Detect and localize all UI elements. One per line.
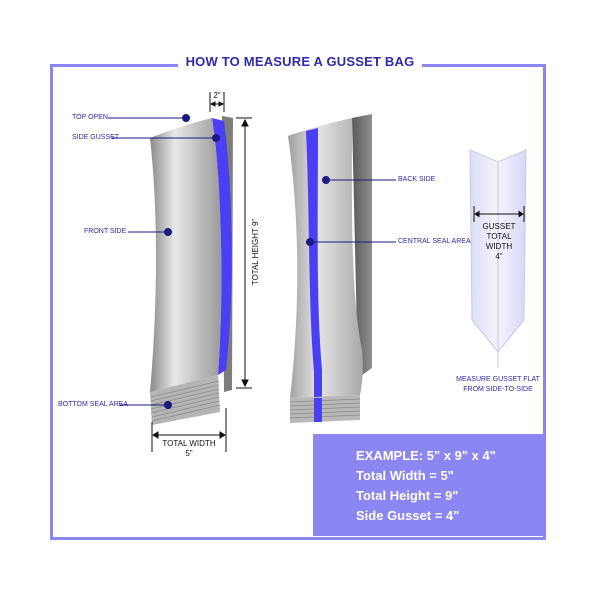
- dot-top-open: [182, 114, 190, 122]
- label-side-gusset: SIDE GUSSET: [72, 134, 120, 141]
- callout-leaders: [108, 114, 396, 409]
- diagram-title: HOW TO MEASURE A GUSSET BAG: [177, 54, 423, 69]
- diagram-title-wrap: HOW TO MEASURE A GUSSET BAG: [0, 53, 600, 71]
- dot-bottom-seal: [164, 401, 172, 409]
- total-height-dimension: [236, 117, 252, 389]
- example-box: EXAMPLE: 5" x 9" x 4" Total Width = 5" T…: [313, 434, 543, 536]
- example-total-width: Total Width = 5": [356, 468, 454, 483]
- gusset-total-value: 4": [495, 252, 503, 261]
- side-gusset-blue: [212, 118, 232, 375]
- label-top-open: TOP OPEN: [72, 114, 108, 121]
- flat-gusset: [469, 149, 527, 368]
- front-panel: [150, 118, 222, 392]
- dot-front-side: [164, 228, 172, 236]
- example-side-gusset: Side Gusset = 4": [356, 508, 460, 523]
- front-seal-lines: [150, 380, 221, 422]
- gusset-width-dimension: [473, 206, 525, 222]
- dot-back-side: [322, 176, 330, 184]
- measure-note-line2: FROM SIDE-TO-SIDE: [463, 386, 533, 393]
- central-seal-bottom: [314, 398, 322, 422]
- example-total-height: Total Height = 9": [356, 488, 459, 503]
- total-width-dimension: [151, 408, 227, 452]
- total-width-value: 5": [185, 449, 193, 458]
- front-bottom-seal: [150, 375, 220, 425]
- total-width-label: TOTAL WIDTH: [162, 439, 216, 448]
- dot-central-seal: [306, 238, 314, 246]
- back-seal-lines: [289, 398, 361, 419]
- total-height-label: TOTAL HEIGHT 9": [251, 218, 260, 286]
- gusset-total-line1: GUSSET: [482, 222, 516, 231]
- label-bottom-seal-area: BOTTOM SEAL AREA: [58, 401, 129, 408]
- gusset-top-value: 2": [213, 91, 221, 100]
- gusset-total-line2: TOTAL: [486, 232, 512, 241]
- label-back-side: BACK SIDE: [398, 176, 436, 183]
- example-heading: EXAMPLE: 5" x 9" x 4": [356, 448, 496, 463]
- label-front-side: FRONT SIDE: [84, 228, 127, 235]
- gusset-top-dimension: [209, 92, 225, 112]
- gusset-total-line3: WIDTH: [485, 242, 513, 251]
- front-bag: [150, 116, 233, 425]
- measure-note-line1: MEASURE GUSSET FLAT: [456, 376, 540, 383]
- label-central-seal-area: CENTRAL SEAL AREA: [398, 238, 471, 245]
- central-seal-strip: [306, 128, 322, 413]
- dot-side-gusset: [212, 134, 220, 142]
- back-bag: [288, 114, 372, 423]
- back-panel: [288, 118, 363, 398]
